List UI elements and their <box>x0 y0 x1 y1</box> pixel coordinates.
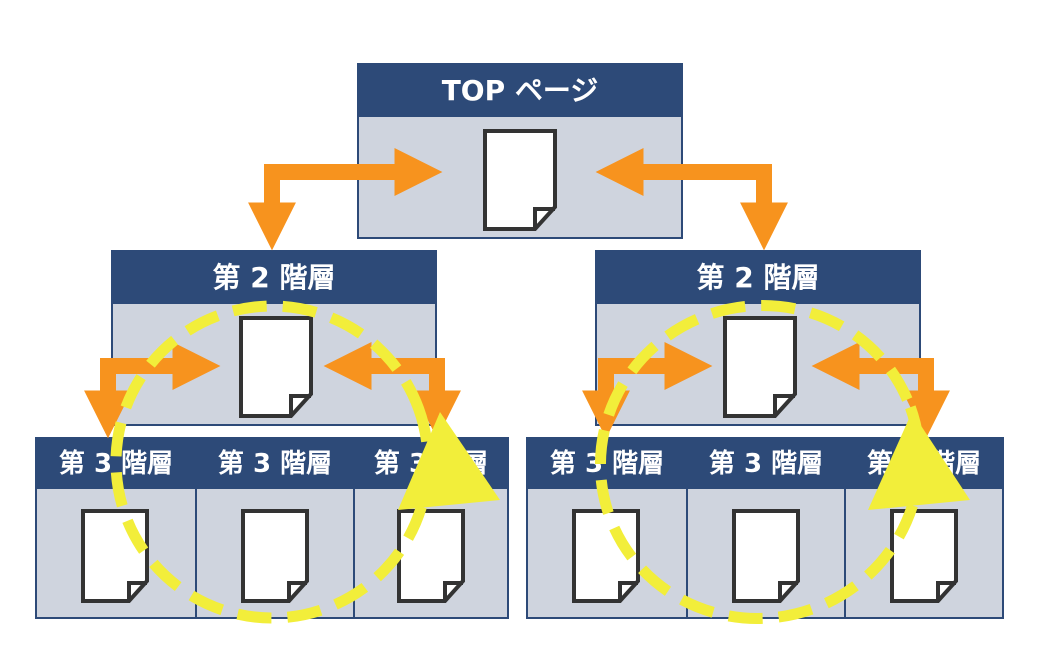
level3-cell: 第 3 階層 <box>353 439 507 617</box>
level3-header: 第 3 階層 <box>197 439 353 489</box>
document-icon <box>241 509 309 603</box>
document-icon <box>890 509 958 603</box>
level3-cell: 第 3 階層 <box>37 439 195 617</box>
level2-label: 第 2 階層 <box>696 261 820 294</box>
level2-label: 第 2 階層 <box>212 261 336 294</box>
level3-label: 第 3 階層 <box>217 449 333 479</box>
level3-header: 第 3 階層 <box>355 439 507 489</box>
level3-label: 第 3 階層 <box>866 449 982 479</box>
level3-cell: 第 3 階層 <box>844 439 1002 617</box>
level2-box-right: 第 2 階層 <box>595 250 921 426</box>
document-icon <box>239 316 313 418</box>
level3-header: 第 3 階層 <box>37 439 195 489</box>
level2-header: 第 2 階層 <box>113 252 435 304</box>
top-page-label: TOP ページ <box>441 74 599 107</box>
document-icon <box>397 509 465 603</box>
level2-box-left: 第 2 階層 <box>111 250 437 426</box>
level2-header: 第 2 階層 <box>597 252 919 304</box>
document-icon <box>572 509 640 603</box>
level3-cell: 第 3 階層 <box>528 439 686 617</box>
document-icon <box>81 509 149 603</box>
top-page-header: TOP ページ <box>359 65 681 117</box>
level3-header: 第 3 階層 <box>846 439 1002 489</box>
top-page-body <box>359 117 681 237</box>
level3-label: 第 3 階層 <box>549 449 665 479</box>
level2-body <box>597 304 919 424</box>
level3-label: 第 3 階層 <box>708 449 824 479</box>
top-page-box: TOP ページ <box>357 63 683 239</box>
level3-header: 第 3 階層 <box>528 439 686 489</box>
level3-header: 第 3 階層 <box>688 439 844 489</box>
level3-cell: 第 3 階層 <box>686 439 844 617</box>
level3-group-right: 第 3 階層 第 3 階層 第 3 階層 <box>526 437 1004 619</box>
document-icon <box>732 509 800 603</box>
level3-label: 第 3 階層 <box>373 449 489 479</box>
level3-cell: 第 3 階層 <box>195 439 353 617</box>
document-icon <box>483 129 557 231</box>
level3-label: 第 3 階層 <box>58 449 174 479</box>
document-icon <box>723 316 797 418</box>
level3-group-left: 第 3 階層 第 3 階層 第 3 階層 <box>35 437 509 619</box>
level2-body <box>113 304 435 424</box>
